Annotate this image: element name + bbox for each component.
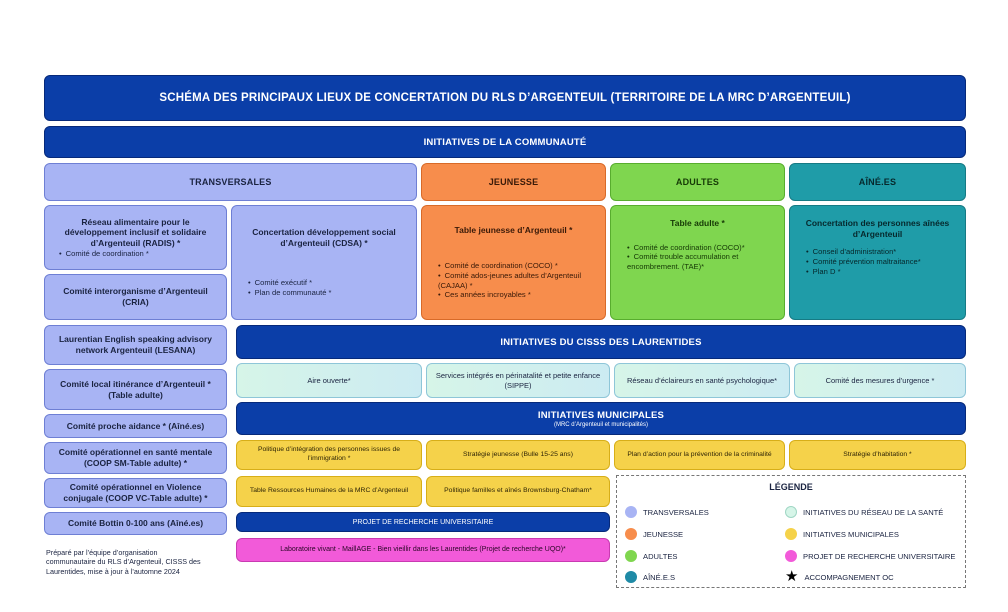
list-item: Plan D * [806, 267, 957, 277]
cisss-item-mesures-urgence: Comité des mesures d’urgence * [794, 363, 966, 398]
adulte-list: Comité de coordination (COCO)* Comité tr… [619, 243, 776, 273]
table-jeunesse-box: Table jeunesse d’Argenteuil * Comité de … [421, 205, 606, 320]
legend-swatch-icon [625, 506, 637, 518]
coop-sm-box: Comité opérationnel en santé mentale (CO… [44, 442, 227, 474]
cisss-item-eclaireurs: Réseau d’éclaireurs en santé psychologiq… [614, 363, 790, 398]
diagram-title: SCHÉMA DES PRINCIPAUX LIEUX DE CONCERTAT… [44, 75, 966, 121]
cdsa-box: Concertation développement social d’Arge… [231, 205, 417, 320]
legend: LÉGENDE TRANSVERSALES INITIATIVES DU RÉS… [616, 475, 966, 588]
table-adulte-box: Table adulte * Comité de coordination (C… [610, 205, 785, 320]
coop-vc-box: Comité opérationnel en Violence conjugal… [44, 478, 227, 508]
list-item: Conseil d’administration* [806, 247, 957, 257]
municipal-item-immigration: Politique d’intégration des personnes is… [236, 440, 422, 470]
lesana-box: Laurentian English speaking advisory net… [44, 325, 227, 365]
municipal-item-criminalite: Plan d’action pour la prévention de la c… [614, 440, 785, 470]
category-jeunesse: JEUNESSE [421, 163, 606, 201]
research-header: PROJET DE RECHERCHE UNIVERSITAIRE [236, 512, 610, 532]
municipal-item-politique-familles: Politique familles et aînés Brownsburg-C… [426, 476, 610, 507]
cisss-item-aire-ouverte: Aire ouverte* [236, 363, 422, 398]
category-aines: AÎNÉ.ES [789, 163, 966, 201]
footer-note: Préparé par l’équipe d’organisation comm… [46, 548, 201, 576]
legend-swatch-icon [625, 528, 637, 540]
list-item: Comité de coordination (COCO) * [438, 261, 597, 271]
list-item: Ces années incroyables * [438, 290, 597, 300]
list-item: Comité de coordination (COCO)* [627, 243, 776, 253]
cdsa-list: Comité exécutif * Plan de communauté * [240, 278, 408, 298]
legend-item-reseau-sante: INITIATIVES DU RÉSEAU DE LA SANTÉ [785, 506, 943, 518]
cisss-header: INITIATIVES DU CISSS DES LAURENTIDES [236, 325, 966, 359]
itinerance-box: Comité local itinérance d’Argenteuil * (… [44, 369, 227, 410]
legend-item-adultes: ADULTES [625, 550, 677, 562]
legend-item-accompagnement: ★ ACCOMPAGNEMENT OC [785, 568, 894, 585]
radis-list: Comité de coordination * [51, 249, 220, 259]
municipal-item-habitation: Stratégie d’habitation * [789, 440, 966, 470]
radis-box: Réseau alimentaire pour le développement… [44, 205, 227, 270]
bottin-box: Comité Bottin 0-100 ans (Aîné.es) [44, 512, 227, 535]
municipal-item-strategie-jeunesse: Stratégie jeunesse (Bulle 15-25 ans) [426, 440, 610, 470]
list-item: Comité prévention maltraitance* [806, 257, 957, 267]
legend-item-recherche: PROJET DE RECHERCHE UNIVERSITAIRE [785, 550, 955, 562]
legend-swatch-icon [785, 506, 797, 518]
legend-swatch-icon [785, 550, 797, 562]
table-aines-box: Concertation des personnes aînées d’Arge… [789, 205, 966, 320]
legend-swatch-icon [625, 571, 637, 583]
research-item-maillage: Laboratoire vivant - MaillAGE - Bien vie… [236, 538, 610, 562]
legend-swatch-icon [785, 528, 797, 540]
jeunesse-list: Comité de coordination (COCO) * Comité a… [430, 261, 597, 300]
star-icon: ★ [785, 568, 799, 585]
legend-title: LÉGENDE [769, 482, 813, 492]
category-transversales: TRANSVERSALES [44, 163, 417, 201]
category-adultes: ADULTES [610, 163, 785, 201]
list-item: Comité ados-jeunes adultes d’Argenteuil … [438, 271, 597, 291]
legend-item-jeunesse: JEUNESSE [625, 528, 683, 540]
proche-aidance-box: Comité proche aidance * (Aîné.es) [44, 414, 227, 438]
legend-item-municipales: INITIATIVES MUNICIPALES [785, 528, 899, 540]
municipal-header: INITIATIVES MUNICIPALES (MRC d’Argenteui… [236, 402, 966, 435]
list-item: Comité trouble accumulation et encombrem… [627, 252, 776, 272]
list-item: Comité exécutif * [248, 278, 408, 288]
community-initiatives-header: INITIATIVES DE LA COMMUNAUTÉ [44, 126, 966, 158]
cisss-item-sippe: Services intégrés en périnatalité et pet… [426, 363, 610, 398]
list-item: Comité de coordination * [59, 249, 220, 259]
municipal-item-ressources-humaines: Table Ressources Humaines de la MRC d’Ar… [236, 476, 422, 507]
aines-list: Conseil d’administration* Comité prévent… [798, 247, 957, 277]
cria-box: Comité interorganisme d’Argenteuil (CRIA… [44, 274, 227, 320]
list-item: Plan de communauté * [248, 288, 408, 298]
legend-swatch-icon [625, 550, 637, 562]
legend-item-transversales: TRANSVERSALES [625, 506, 709, 518]
legend-item-aines: AÎNÉ.E.S [625, 571, 675, 583]
